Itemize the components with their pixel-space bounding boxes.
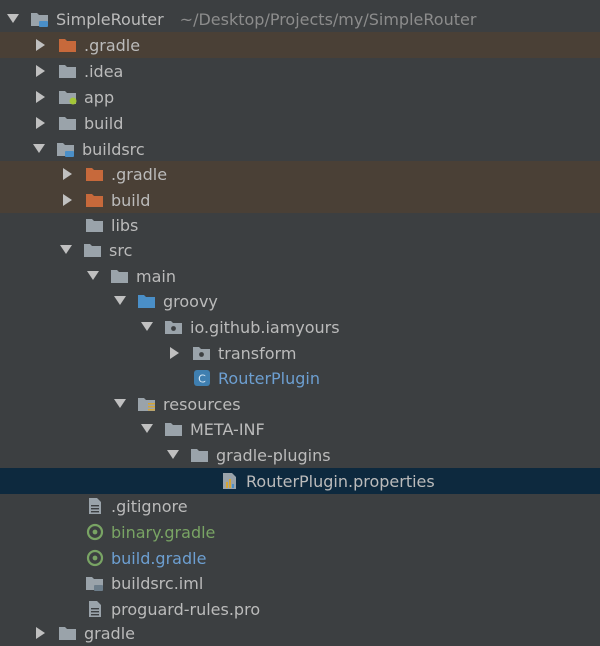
- excluded-folder-icon: [58, 36, 78, 54]
- tree-label: META-INF: [190, 419, 265, 439]
- folder-icon: [110, 267, 130, 285]
- tree-row-gradle-bottom[interactable]: gradle: [0, 620, 600, 646]
- tree-row-io-github-iamyours[interactable]: io.github.iamyours: [0, 314, 600, 340]
- tree-label: app: [84, 87, 115, 107]
- package-icon: [192, 344, 212, 362]
- tree-row-buildsrc[interactable]: buildsrc: [0, 136, 600, 162]
- tree-label: io.github.iamyours: [190, 317, 340, 337]
- tree-label: RouterPlugin.properties: [246, 471, 435, 491]
- tree-row-meta-inf[interactable]: META-INF: [0, 416, 600, 442]
- tree-label: buildsrc.iml: [111, 573, 204, 593]
- android-module-folder-icon: [58, 88, 78, 106]
- package-icon: [164, 318, 184, 336]
- tree-label: binary.gradle: [111, 522, 216, 542]
- chevron-right-icon[interactable]: [34, 38, 48, 52]
- iml-file-icon: [85, 574, 105, 592]
- project-tree: SimpleRouter ~/Desktop/Projects/my/Simpl…: [0, 6, 600, 643]
- tree-row-src[interactable]: src: [0, 237, 600, 263]
- tree-row-gitignore[interactable]: .gitignore: [0, 493, 600, 519]
- tree-row-binary-gradle[interactable]: binary.gradle: [0, 519, 600, 545]
- chevron-right-icon[interactable]: [168, 346, 182, 360]
- tree-row-routerplugin-properties[interactable]: RouterPlugin.properties: [0, 468, 600, 494]
- tree-row-build-gradle[interactable]: build.gradle: [0, 545, 600, 571]
- tree-row-libs[interactable]: libs: [0, 212, 600, 238]
- project-path: ~/Desktop/Projects/my/SimpleRouter: [179, 9, 477, 29]
- tree-row-buildsrc-gradle[interactable]: .gradle: [0, 161, 600, 187]
- tree-label: build: [84, 113, 124, 133]
- tree-label: main: [136, 266, 176, 286]
- chevron-down-icon[interactable]: [113, 294, 127, 308]
- tree-label: resources: [163, 394, 241, 414]
- excluded-folder-icon: [85, 191, 105, 209]
- chevron-right-icon[interactable]: [61, 193, 75, 207]
- chevron-down-icon[interactable]: [32, 142, 46, 156]
- tree-label: buildsrc: [82, 139, 145, 159]
- tree-label: build.gradle: [111, 548, 207, 568]
- class-icon: C: [192, 369, 212, 387]
- chevron-right-icon[interactable]: [34, 116, 48, 130]
- tree-label: .idea: [84, 61, 124, 81]
- tree-label: transform: [218, 343, 297, 363]
- tree-row-idea[interactable]: .idea: [0, 58, 600, 84]
- tree-label: proguard-rules.pro: [111, 599, 261, 619]
- tree-label: .gradle: [84, 35, 141, 55]
- tree-label: build: [111, 190, 151, 210]
- resources-folder-icon: [137, 395, 157, 413]
- tree-row-buildsrc-iml[interactable]: buildsrc.iml: [0, 570, 600, 596]
- tree-row-transform[interactable]: transform: [0, 340, 600, 366]
- tree-row-gradle-plugins[interactable]: gradle-plugins: [0, 442, 600, 468]
- folder-icon: [83, 241, 103, 259]
- chevron-down-icon[interactable]: [86, 269, 100, 283]
- chevron-right-icon[interactable]: [34, 90, 48, 104]
- tree-row-resources[interactable]: resources: [0, 391, 600, 417]
- chevron-right-icon[interactable]: [34, 64, 48, 78]
- tree-label: .gradle: [111, 164, 168, 184]
- chevron-down-icon[interactable]: [166, 448, 180, 462]
- source-folder-icon: [137, 292, 157, 310]
- folder-icon: [58, 62, 78, 80]
- gradle-file-icon: [85, 549, 105, 567]
- tree-row-groovy[interactable]: groovy: [0, 288, 600, 314]
- chevron-down-icon[interactable]: [140, 320, 154, 334]
- folder-icon: [58, 624, 78, 642]
- tree-label: gradle-plugins: [216, 445, 331, 465]
- tree-label: SimpleRouter: [56, 9, 164, 29]
- folder-icon: [58, 114, 78, 132]
- tree-label: gradle: [84, 623, 135, 643]
- tree-label: src: [109, 240, 133, 260]
- text-file-icon: [85, 497, 105, 515]
- text-file-icon: [85, 600, 105, 618]
- folder-icon: [190, 446, 210, 464]
- chevron-down-icon[interactable]: [59, 243, 73, 257]
- tree-row-main[interactable]: main: [0, 263, 600, 289]
- folder-icon: [85, 216, 105, 234]
- chevron-down-icon[interactable]: [6, 12, 20, 26]
- module-folder-icon: [30, 10, 50, 28]
- properties-file-icon: [220, 472, 240, 490]
- folder-icon: [164, 420, 184, 438]
- tree-label: .gitignore: [111, 496, 188, 516]
- tree-row-gradle[interactable]: .gradle: [0, 32, 600, 58]
- tree-row-proguard-rules[interactable]: proguard-rules.pro: [0, 596, 600, 622]
- chevron-down-icon[interactable]: [140, 422, 154, 436]
- tree-row-build[interactable]: build: [0, 110, 600, 136]
- chevron-down-icon[interactable]: [113, 397, 127, 411]
- module-folder-icon: [56, 140, 76, 158]
- tree-label: groovy: [163, 291, 218, 311]
- chevron-right-icon[interactable]: [34, 626, 48, 640]
- svg-text:C: C: [198, 373, 206, 386]
- tree-row-routerplugin[interactable]: C RouterPlugin: [0, 365, 600, 391]
- tree-label: RouterPlugin: [218, 368, 320, 388]
- chevron-right-icon[interactable]: [61, 167, 75, 181]
- tree-row-buildsrc-build[interactable]: build: [0, 187, 600, 213]
- tree-label: libs: [111, 215, 139, 235]
- excluded-folder-icon: [85, 165, 105, 183]
- gradle-file-icon: [85, 523, 105, 541]
- tree-row-simplerouter[interactable]: SimpleRouter ~/Desktop/Projects/my/Simpl…: [0, 6, 600, 32]
- tree-row-app[interactable]: app: [0, 84, 600, 110]
